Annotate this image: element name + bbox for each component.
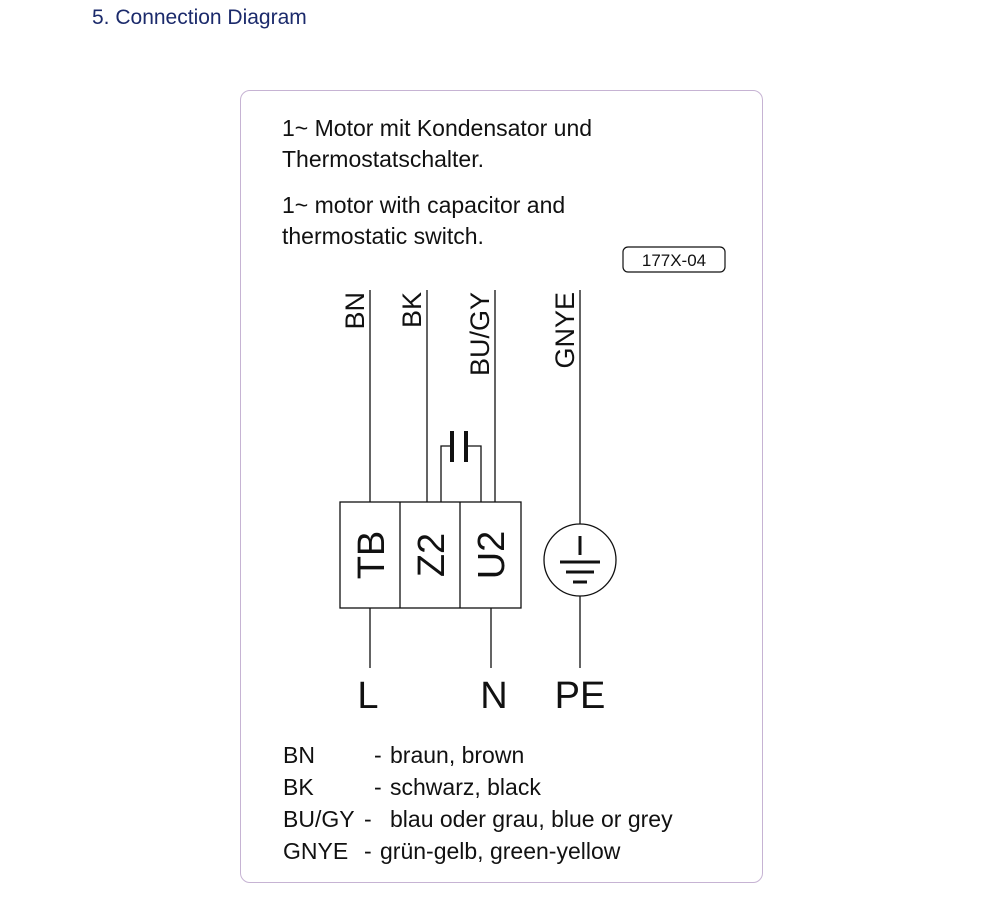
color-legend: BN - braun, brown BK - schwarz, black BU… <box>283 742 673 864</box>
legend-code: GNYE <box>283 838 348 864</box>
legend-sep: - <box>374 742 382 768</box>
supply-pe: PE <box>555 675 606 717</box>
terminal-z2: Z2 <box>411 533 453 577</box>
wire-label-bugy: BU/GY <box>465 292 495 376</box>
legend-text: schwarz, black <box>390 774 541 800</box>
description-de-line2: Thermostatschalter. <box>282 146 484 172</box>
section-title: 5. Connection Diagram <box>92 6 307 29</box>
terminal-u2: U2 <box>471 531 513 580</box>
capacitor-lead-left <box>440 445 452 502</box>
description-en-line1: 1~ motor with capacitor and <box>282 192 565 218</box>
legend-sep: - <box>374 774 382 800</box>
description-de-line1: 1~ Motor mit Kondensator und <box>282 115 592 141</box>
diagram-frame <box>240 90 763 883</box>
legend-text: braun, brown <box>390 742 524 768</box>
legend-sep: - <box>364 806 372 832</box>
supply-n: N <box>480 675 507 717</box>
wire-label-gnye: GNYE <box>550 292 580 369</box>
legend-text: grün-gelb, green-yellow <box>380 838 621 864</box>
code-box <box>622 246 726 273</box>
capacitor-lead-right <box>466 445 482 502</box>
legend-code: BU/GY <box>283 806 355 832</box>
wire-label-bk: BK <box>397 292 427 328</box>
supply-l: L <box>357 675 378 717</box>
diagram-code: 177X-04 <box>642 251 706 270</box>
description-en-line2: thermostatic switch. <box>282 223 484 249</box>
ground-icon <box>560 536 600 584</box>
earth-circle-icon <box>543 523 617 597</box>
legend-code: BK <box>283 774 314 800</box>
terminal-tb: TB <box>351 531 393 580</box>
terminal-block <box>339 501 522 609</box>
legend-text: blau oder grau, blue or grey <box>390 806 673 832</box>
capacitor-icon <box>450 431 468 462</box>
legend-sep: - <box>364 838 372 864</box>
legend-code: BN <box>283 742 315 768</box>
wire-label-bn: BN <box>340 292 370 330</box>
